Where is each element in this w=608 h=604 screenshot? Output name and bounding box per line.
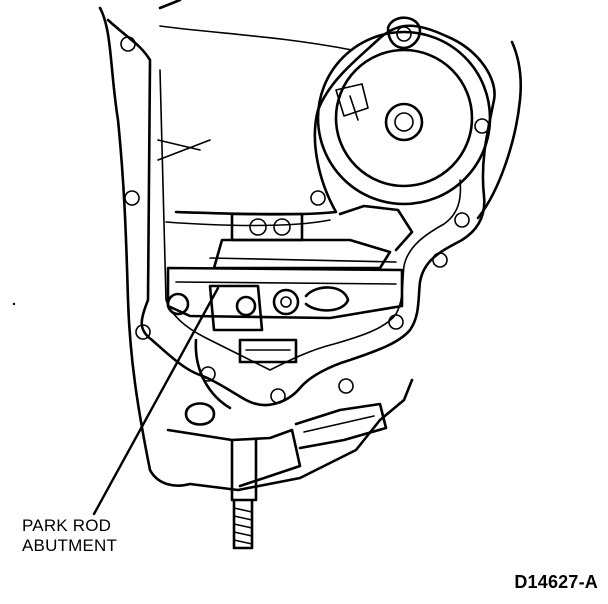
figure-id: D14627-A — [514, 572, 598, 592]
case-interior-lines — [157, 25, 353, 227]
park-rod-abutment-label: PARK ROD ABUTMENT — [22, 516, 117, 556]
gasket-inner-outline — [159, 69, 462, 371]
stray-mark — [12, 302, 16, 306]
case-outer-outline — [98, 6, 414, 492]
valve-body-block — [166, 266, 404, 410]
output-shaft — [166, 402, 388, 550]
gasket-bolt-holes — [120, 36, 490, 404]
callout-leader-line — [92, 286, 220, 516]
callout-line-2: ABUTMENT — [22, 536, 118, 555]
gasket-outline — [106, 18, 496, 407]
case-right-edge — [476, 40, 523, 220]
park-rod-abutment — [208, 284, 264, 332]
case-top-edge — [158, 0, 182, 10]
servo-cover — [316, 16, 492, 206]
callout-line-1: PARK ROD — [22, 516, 112, 535]
manual-valve-linkage — [209, 204, 414, 270]
